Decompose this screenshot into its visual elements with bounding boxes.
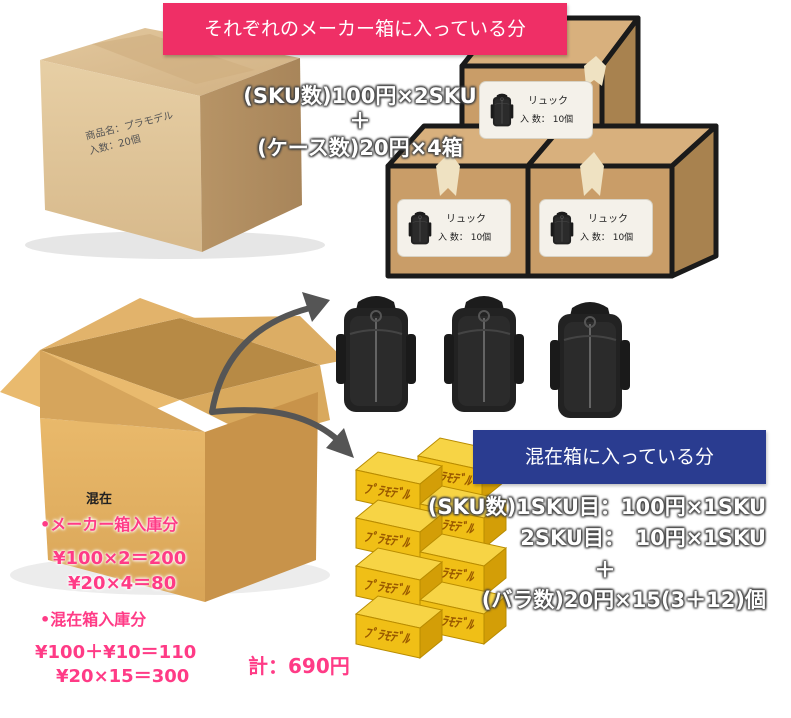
card-qty: 入 数： 10個 xyxy=(438,233,492,243)
card-name: リュック xyxy=(588,214,628,225)
card-name: リュック xyxy=(446,214,486,225)
backpack-icon xyxy=(550,211,574,245)
mixed-box-banner: 混在箱に入っている分 xyxy=(473,430,766,484)
card-qty: 入 数： 10個 xyxy=(520,115,574,125)
total-label: 計：690円 xyxy=(248,654,350,678)
mixed-formula-line1: (SKU数)1SKU目：100円×1SKU xyxy=(427,495,766,519)
card-name: リュック xyxy=(528,96,568,107)
mixed-box-open xyxy=(0,298,345,602)
mixed-formula-line2: 2SKU目： 10円×1SKU xyxy=(520,526,766,550)
mixed-formula-plus: ＋ xyxy=(594,558,616,582)
maker-calc-line1: ¥100×2＝200 xyxy=(53,548,187,569)
backpack-icon xyxy=(408,211,432,245)
mixed-formula-line3: (バラ数)20円×15(3＋12)個 xyxy=(481,588,766,612)
mixed-box-label: 混在 xyxy=(86,492,113,507)
maker-formula-line1: (SKU数)100円×2SKU xyxy=(243,84,477,108)
maker-box-banner: それぞれのメーカー箱に入っている分 xyxy=(163,3,567,55)
maker-box-closed xyxy=(25,28,325,259)
maker-calc-heading: •メーカー箱入庫分 xyxy=(40,515,179,534)
mixed-calc-heading: •混在箱入庫分 xyxy=(40,610,147,629)
maker-formula-plus: ＋ xyxy=(349,109,371,133)
backpack-card: リュック 入 数： 10個 xyxy=(398,200,510,256)
card-qty: 入 数： 10個 xyxy=(580,233,634,243)
backpack-card: リュック 入 数： 10個 xyxy=(540,200,652,256)
maker-formula-line2: (ケース数)20円×4箱 xyxy=(257,136,463,160)
backpack-card: リュック 入 数： 10個 xyxy=(480,82,592,138)
mixed-calc-line2: ¥20×15＝300 xyxy=(56,666,190,687)
maker-calc-line2: ¥20×4＝80 xyxy=(68,573,177,594)
mixed-calc-line1: ¥100＋¥10＝110 xyxy=(35,642,197,663)
